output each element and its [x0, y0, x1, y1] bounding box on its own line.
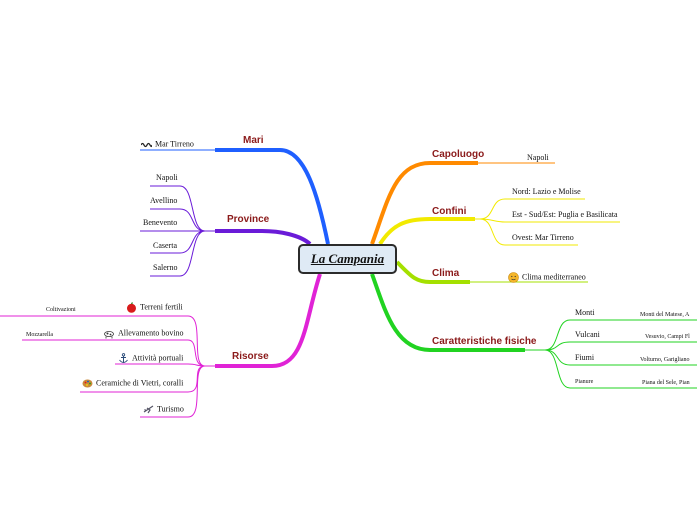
- branch-mari[interactable]: Mari: [243, 135, 264, 146]
- branch-line-province: [215, 229, 312, 246]
- branch-line-mari: [215, 148, 330, 245]
- leaf-province-caserta[interactable]: Caserta: [153, 241, 177, 250]
- branch-line-caratteristiche: [370, 273, 525, 352]
- sun-smiley-icon: [508, 272, 519, 283]
- leaf-terreni-fertili[interactable]: Terreni fertili: [126, 302, 183, 313]
- detail-vulcani[interactable]: Vesuvio, Campi Fl: [645, 334, 690, 340]
- leaf-lines-risorse: [80, 315, 215, 418]
- leaf-province-napoli[interactable]: Napoli: [156, 173, 178, 182]
- leaf-mar-tirreno[interactable]: Mar Tirreno: [140, 139, 194, 150]
- branch-province[interactable]: Province: [227, 214, 270, 225]
- leaf-confini-nord[interactable]: Nord: Lazio e Molise: [512, 187, 581, 196]
- leaf-ceramiche-vietri[interactable]: Ceramiche di Vietri, coralli: [82, 378, 183, 389]
- leaf-capoluogo-napoli[interactable]: Napoli: [527, 153, 549, 162]
- branch-clima[interactable]: Clima: [432, 268, 460, 279]
- branch-risorse[interactable]: Risorse: [232, 351, 269, 362]
- branch-line-capoluogo: [370, 161, 478, 245]
- apple-icon: [126, 302, 137, 313]
- leaf-pianure[interactable]: Pianure: [575, 379, 594, 385]
- leaf-fiumi[interactable]: Fiumi: [575, 353, 595, 362]
- detail-monti[interactable]: Monti del Matese, A: [640, 312, 690, 318]
- branch-confini[interactable]: Confini: [432, 206, 467, 217]
- leaf-province-avellino[interactable]: Avellino: [150, 196, 178, 205]
- leaf-lines-province: [140, 185, 215, 277]
- leaf-turismo[interactable]: Turismo: [143, 404, 184, 415]
- branch-line-confini: [378, 217, 475, 246]
- leaf-allevamento-bovino[interactable]: Allevamento bovino: [104, 328, 184, 339]
- detail-coltivazioni[interactable]: Coltivazioni: [46, 307, 76, 313]
- cow-icon: [104, 328, 115, 339]
- leaf-province-benevento[interactable]: Benevento: [143, 218, 178, 227]
- branch-capoluogo[interactable]: Capoluogo: [432, 149, 485, 160]
- branch-line-risorse: [215, 273, 322, 368]
- leaf-monti[interactable]: Monti: [575, 308, 595, 317]
- leaf-confini-est[interactable]: Est - Sud/Est: Puglia e Basilicata: [512, 210, 618, 219]
- leaf-lines-confini: [475, 198, 620, 246]
- leaf-vulcani[interactable]: Vulcani: [575, 330, 600, 339]
- palette-icon: [82, 378, 93, 389]
- anchor-icon: [118, 353, 129, 364]
- detail-lines-risorse: [0, 315, 120, 341]
- leaf-attivita-portuali[interactable]: Attività portuali: [118, 353, 183, 364]
- leaf-lines-caratteristiche: [525, 319, 697, 389]
- detail-fiumi[interactable]: Volturno, Garigliano: [640, 357, 690, 363]
- wave-icon: [140, 139, 153, 150]
- leaf-confini-ovest[interactable]: Ovest: Mar Tirreno: [512, 233, 574, 242]
- leaf-clima-mediterraneo[interactable]: Clima mediterraneo: [508, 272, 586, 283]
- detail-pianure[interactable]: Piana del Sele, Pian: [642, 380, 690, 386]
- leaf-province-salerno[interactable]: Salerno: [153, 263, 178, 272]
- central-topic[interactable]: La Campania: [298, 244, 397, 274]
- branch-line-clima: [395, 260, 470, 284]
- airplane-icon: [143, 404, 154, 415]
- branch-caratteristiche-fisiche[interactable]: Caratteristiche fisiche: [432, 336, 537, 347]
- detail-mozzarella[interactable]: Mozzarella: [26, 332, 53, 338]
